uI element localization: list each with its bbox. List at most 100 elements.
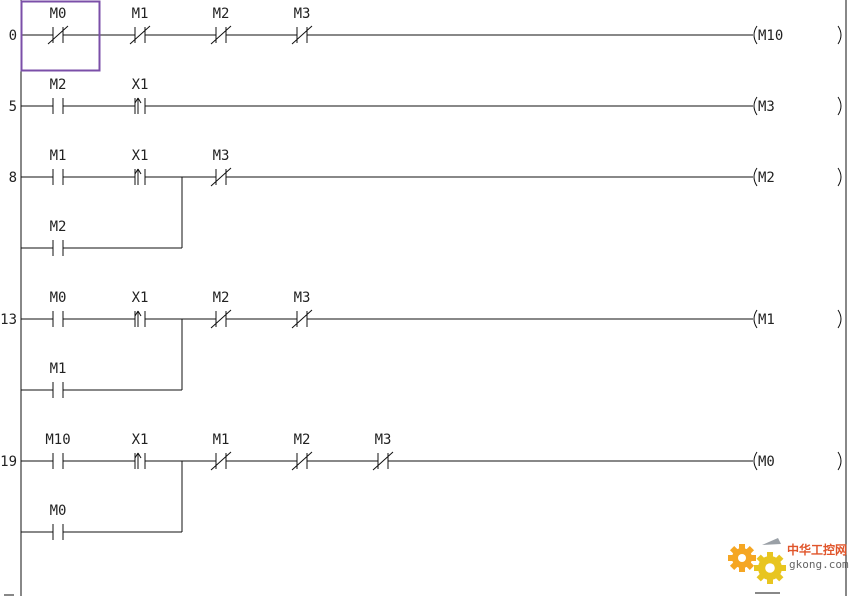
contact-m2[interactable]: M2	[210, 6, 232, 45]
contact-rising-symbol	[134, 97, 146, 114]
coil-m2[interactable]: M2	[753, 167, 842, 187]
contact-x1[interactable]: X1	[132, 432, 149, 469]
coil-label: M0	[758, 454, 775, 470]
coil-m3[interactable]: M3	[753, 96, 842, 116]
contact-no-symbol	[52, 98, 64, 114]
coil-left-paren	[753, 309, 758, 329]
rung-8: 8	[9, 170, 753, 249]
contact-label: M2	[213, 290, 230, 306]
contact-m2[interactable]: M2	[291, 432, 313, 471]
contact-x1[interactable]: X1	[132, 290, 149, 327]
contact-m1[interactable]: M1	[129, 6, 151, 45]
contact-m3[interactable]: M3	[372, 432, 394, 471]
coil-m0[interactable]: M0	[753, 451, 842, 471]
contact-rising-symbol	[134, 452, 146, 469]
rung-19: 19	[0, 454, 753, 533]
coil-label: M2	[758, 170, 775, 186]
contact-label: M2	[50, 219, 67, 235]
contact-nc-symbol	[210, 451, 232, 471]
contact-label: M1	[132, 6, 149, 22]
contact-nc-symbol	[291, 25, 313, 45]
gear-icon	[754, 552, 786, 584]
contact-m0[interactable]: M0	[47, 6, 69, 45]
contact-label: M2	[50, 77, 67, 93]
step-number: 5	[9, 99, 17, 115]
contact-no-symbol	[52, 169, 64, 185]
watermark-domain: gkong.com	[789, 558, 849, 571]
contact-no-symbol	[52, 240, 64, 256]
rung-13: 13	[0, 312, 753, 391]
contact-m1[interactable]: M1	[210, 432, 232, 471]
contact-m2[interactable]: M2	[50, 77, 67, 114]
contact-m0[interactable]: M0	[50, 290, 67, 327]
contact-label: X1	[132, 432, 149, 448]
coil-right-paren	[837, 167, 842, 187]
contact-nc-symbol	[210, 25, 232, 45]
coil-label: M1	[758, 312, 775, 328]
contact-nc-symbol	[291, 309, 313, 329]
contact-no-symbol	[52, 453, 64, 469]
contact-label: M3	[213, 148, 230, 164]
contact-nc-symbol	[291, 451, 313, 471]
contact-label: M0	[50, 6, 67, 22]
branch-contact-m0[interactable]: M0	[50, 503, 67, 540]
coil-left-paren	[753, 25, 758, 45]
coil-left-paren	[753, 96, 758, 116]
contact-m3[interactable]: M3	[291, 6, 313, 45]
contact-label: M2	[294, 432, 311, 448]
contact-nc-symbol	[210, 167, 232, 187]
contact-m3[interactable]: M3	[291, 290, 313, 329]
branch-contact-m2[interactable]: M2	[50, 219, 67, 256]
contact-no-symbol	[52, 524, 64, 540]
contact-label: M10	[45, 432, 70, 448]
contact-m3[interactable]: M3	[210, 148, 232, 187]
contact-no-symbol	[52, 382, 64, 398]
contact-x1[interactable]: X1	[132, 77, 149, 114]
coil-left-paren	[753, 167, 758, 187]
coil-label: M3	[758, 99, 775, 115]
branch-contact-m1[interactable]: M1	[50, 361, 67, 398]
coil-left-paren	[753, 451, 758, 471]
coil-right-paren	[837, 96, 842, 116]
step-number: 8	[9, 170, 17, 186]
contact-label: X1	[132, 148, 149, 164]
contact-label: M1	[50, 361, 67, 377]
coil-right-paren	[837, 25, 842, 45]
wrench-icon	[762, 538, 781, 545]
next-rung-partial	[4, 592, 780, 596]
contact-label: M0	[50, 290, 67, 306]
contact-label: X1	[132, 290, 149, 306]
contact-label: X1	[132, 77, 149, 93]
contact-label: M1	[50, 148, 67, 164]
contact-label: M2	[213, 6, 230, 22]
coil-label: M10	[758, 28, 783, 44]
step-number: 19	[0, 454, 17, 470]
contact-label: M3	[294, 290, 311, 306]
coil-m1[interactable]: M1	[753, 309, 842, 329]
contact-nc-symbol	[129, 25, 151, 45]
contact-x1[interactable]: X1	[132, 148, 149, 185]
step-number: 13	[0, 312, 17, 328]
contact-no-symbol	[52, 311, 64, 327]
contact-m1[interactable]: M1	[50, 148, 67, 185]
contact-label: M0	[50, 503, 67, 519]
step-number: 0	[9, 28, 17, 44]
coil-right-paren	[837, 309, 842, 329]
selection-cursor[interactable]	[20, 0, 101, 72]
rung-0: 0	[9, 28, 753, 44]
contact-m10[interactable]: M10	[45, 432, 71, 469]
coil-m10[interactable]: M10	[753, 25, 842, 45]
contact-m2[interactable]: M2	[210, 290, 232, 329]
gear-icon	[728, 544, 756, 572]
contact-label: M1	[213, 432, 230, 448]
contact-nc-symbol	[372, 451, 394, 471]
contact-label: M3	[294, 6, 311, 22]
contact-nc-symbol	[210, 309, 232, 329]
contact-rising-symbol	[134, 310, 146, 327]
coil-right-paren	[837, 451, 842, 471]
contact-nc-symbol	[47, 25, 69, 45]
watermark-brand: 中华工控网	[787, 542, 847, 557]
contact-rising-symbol	[134, 168, 146, 185]
